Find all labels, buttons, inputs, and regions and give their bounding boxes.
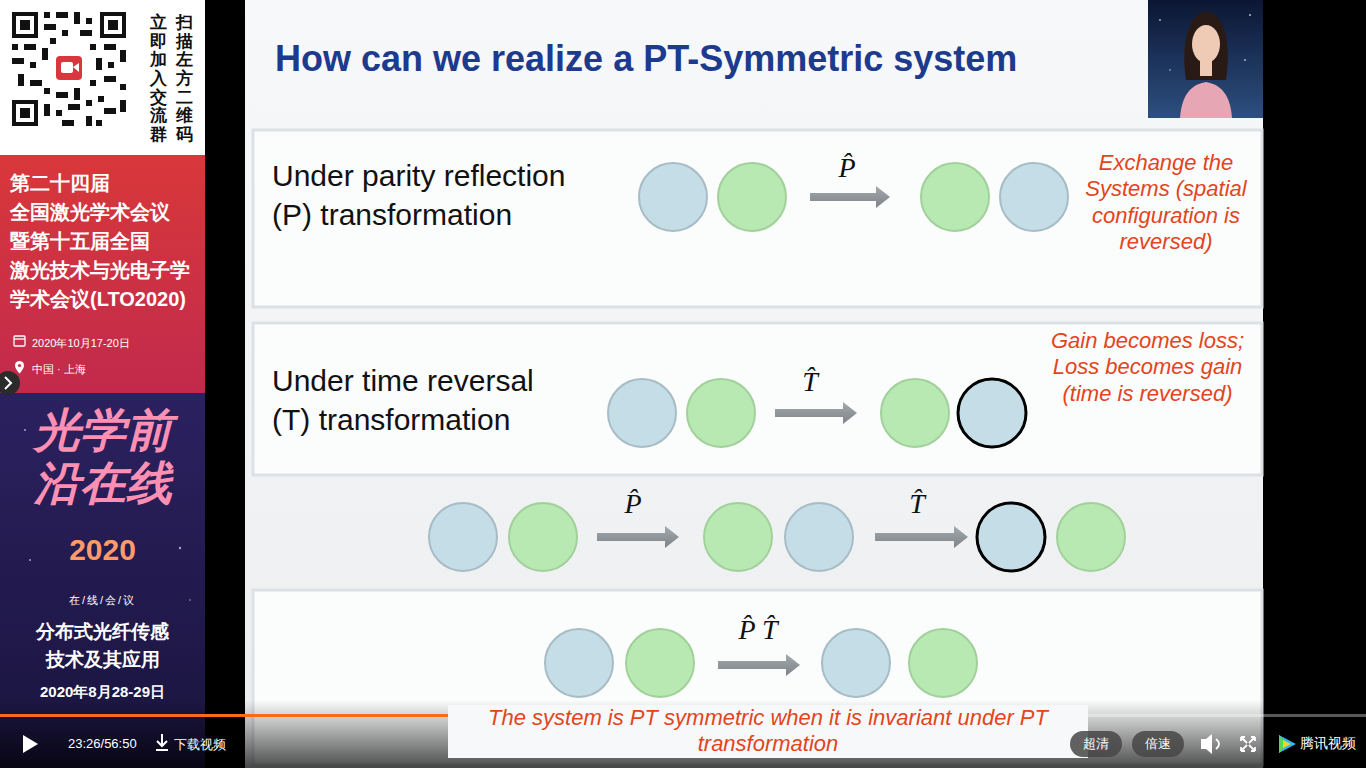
button-text: 倍速 (1132, 731, 1184, 757)
panel-heading: Under time reversal (T) transformation (272, 361, 572, 439)
button-text: 超清 (1070, 731, 1122, 757)
operator-label: P̂ T̂ (718, 614, 798, 646)
panel-note: Gain becomes loss; Loss becomes gain (ti… (1040, 328, 1255, 407)
conference-banner: 第二十四届 全国激光学术会议 暨第十五届全国 激光技术与光电子学 学术会议(LT… (0, 155, 205, 393)
forum-date: 2020年8月28-29日 (0, 683, 205, 702)
panel-note: Exchange the Systems (spatial configurat… (1073, 150, 1259, 256)
forum-tag: 在/线/会/议 (0, 593, 205, 608)
operator-label: T̂ (790, 366, 830, 398)
forum-year: 2020 (0, 533, 205, 567)
conference-date: 2020年10月17-20日 (32, 336, 197, 351)
panel-caption: The system is PT symmetric when it is in… (448, 705, 1088, 758)
parity-panel: Under parity reflection (P) transformati… (253, 130, 1262, 307)
speed-button: 倍速 (1132, 731, 1184, 757)
qr-hint: 扫描左方二维码 (176, 14, 193, 145)
panel-heading: Under parity reflection (P) transformati… (272, 156, 607, 234)
operator-label: P̂ (613, 488, 653, 520)
qr-hint: 立即加入交流群 (150, 14, 167, 145)
forum-banner: 光学前沿在线 2020 在/线/会/议分布式光纤传感 技术及其应用 2020年8月28… (0, 393, 205, 705)
time-reversal-panel: Under time reversal (T) transformation Ga… (253, 323, 1262, 475)
slide-title: How can we realize a PT-Symmetric system (275, 38, 1017, 80)
player-brand: 腾讯视频 (1300, 735, 1356, 753)
operator-label: T̂ (897, 488, 937, 520)
conference-name: 第二十四届 全国激光学术会议 暨第十五届全国 激光技术与光电子学 学术会议(LT… (10, 169, 202, 314)
conference-place: 中国 · 上海 (32, 362, 197, 377)
quality-button: 超清 (1070, 731, 1122, 757)
operator-label: P̂ (827, 152, 867, 184)
forum-logo: 光学前沿在线 (20, 405, 185, 511)
forum-topic: 分布式光纤传感 技术及其应用 (0, 618, 205, 674)
play-time: 23:26/56:50 (68, 736, 137, 751)
download-label: 下载视频 (174, 736, 226, 754)
